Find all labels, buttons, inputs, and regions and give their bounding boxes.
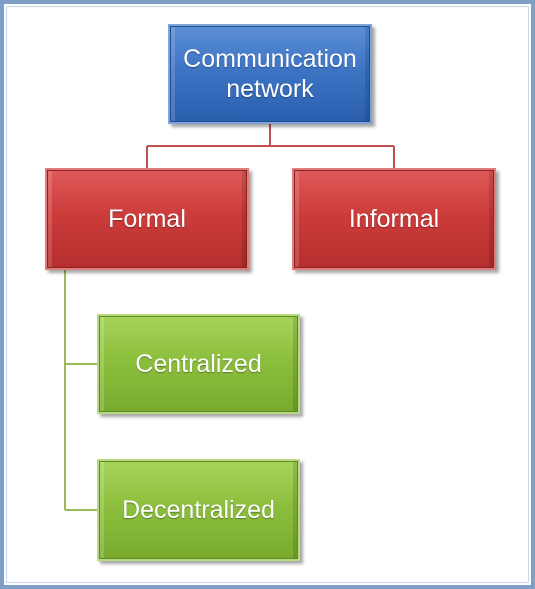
communication-network-node[interactable]: Communication network [168,24,372,124]
centralized-node[interactable]: Centralized [97,314,300,414]
centralized-label: Centralized [135,350,262,378]
communication-network-label-line2: network [226,75,314,103]
informal-node[interactable]: Informal [292,168,496,270]
decentralized-label: Decentralized [122,496,275,524]
decentralized-node[interactable]: Decentralized [97,459,300,561]
communication-network-label-line1: Communication [183,45,357,73]
formal-label: Formal [108,205,186,233]
formal-node[interactable]: Formal [45,168,249,270]
informal-label: Informal [348,205,440,233]
